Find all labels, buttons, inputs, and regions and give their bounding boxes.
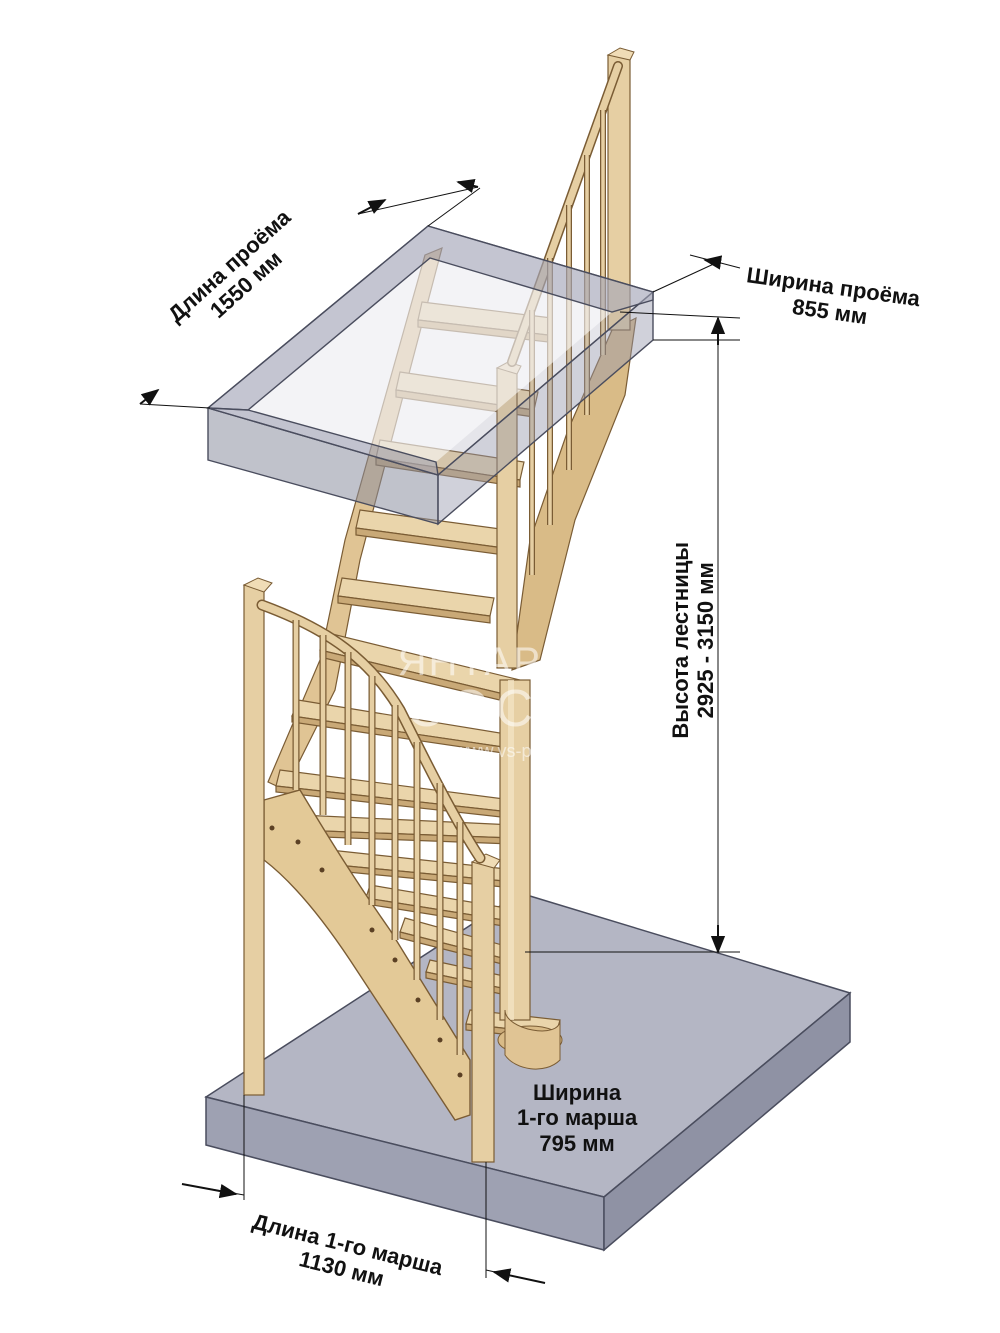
stair-height-label: Высота лестницы 2925 - 3150 мм [668, 542, 719, 739]
watermark-line-1: ЯНТАРНАЯ [397, 640, 633, 684]
first-flight-width-subtitle: 1-го марша [517, 1105, 638, 1131]
lower-railing [242, 577, 501, 1163]
dimension-lines [139, 178, 741, 1284]
stair-height-title: Высота лестницы [668, 541, 694, 739]
upper-front-stringer [511, 316, 637, 671]
first-flight-width-label: Ширина 1-го марша 795 мм [517, 1080, 637, 1156]
stair-height-value: 2925 - 3150 мм [693, 562, 719, 719]
central-post [497, 679, 563, 1070]
watermark: ЯНТАРНАЯ СОСНА www.vs-plus.ru [370, 640, 660, 762]
watermark-line-2: СОСНА [406, 680, 624, 738]
upper-step-edge [337, 595, 491, 624]
first-flight-width-value: 795 мм [539, 1130, 615, 1156]
watermark-url: www.vs-plus.ru [454, 741, 576, 761]
first-flight-width-title: Ширина [533, 1080, 622, 1105]
ceiling-opening-frame [206, 225, 655, 526]
lower-stringer [263, 789, 471, 1121]
